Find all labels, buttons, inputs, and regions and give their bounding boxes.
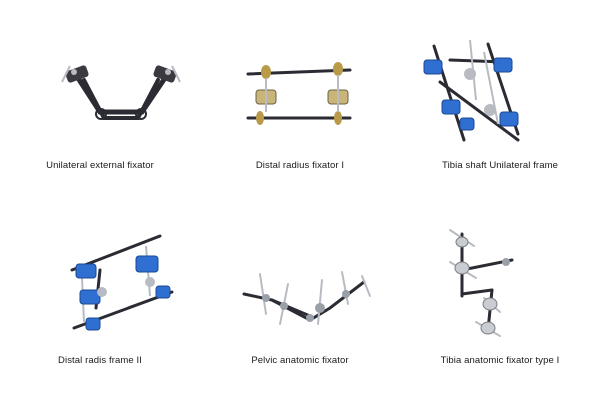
unilateral-external-fixator-image	[61, 65, 181, 120]
tibia-anatomic-fixator-type-i-image	[449, 229, 514, 337]
product-distal-radis-frame-ii[interactable]: Distal radis frame II	[0, 200, 200, 400]
product-tibia-anatomic-fixator-type-i[interactable]: Tibia anatomic fixator type I	[400, 200, 600, 400]
caption-tibia-shaft-unilateral-frame: Tibia shaft Unilateral frame	[442, 160, 558, 171]
distal-radius-fixator-i-image	[246, 62, 352, 125]
pelvic-anatomic-fixator-image	[242, 271, 371, 325]
caption-tibia-anatomic-fixator-type-i: Tibia anatomic fixator type I	[440, 355, 560, 366]
product-pelvic-anatomic-fixator[interactable]: Pelvic anatomic fixator	[200, 200, 400, 400]
caption-distal-radius-fixator-i: Distal radius fixator I	[255, 160, 345, 171]
product-tibia-shaft-unilateral-frame[interactable]: Tibia shaft Unilateral frame	[400, 0, 600, 200]
caption-distal-radis-frame-ii: Distal radis frame II	[58, 355, 142, 366]
caption-unilateral-external-fixator: Unilateral external fixator	[46, 160, 154, 171]
distal-radis-frame-ii-image	[70, 234, 174, 331]
tibia-shaft-unilateral-frame-image	[423, 39, 520, 142]
caption-pelvic-anatomic-fixator: Pelvic anatomic fixator	[251, 355, 349, 366]
product-distal-radius-fixator-i[interactable]: Distal radius fixator I	[200, 0, 400, 200]
product-unilateral-external-fixator[interactable]: Unilateral external fixator	[0, 0, 200, 200]
